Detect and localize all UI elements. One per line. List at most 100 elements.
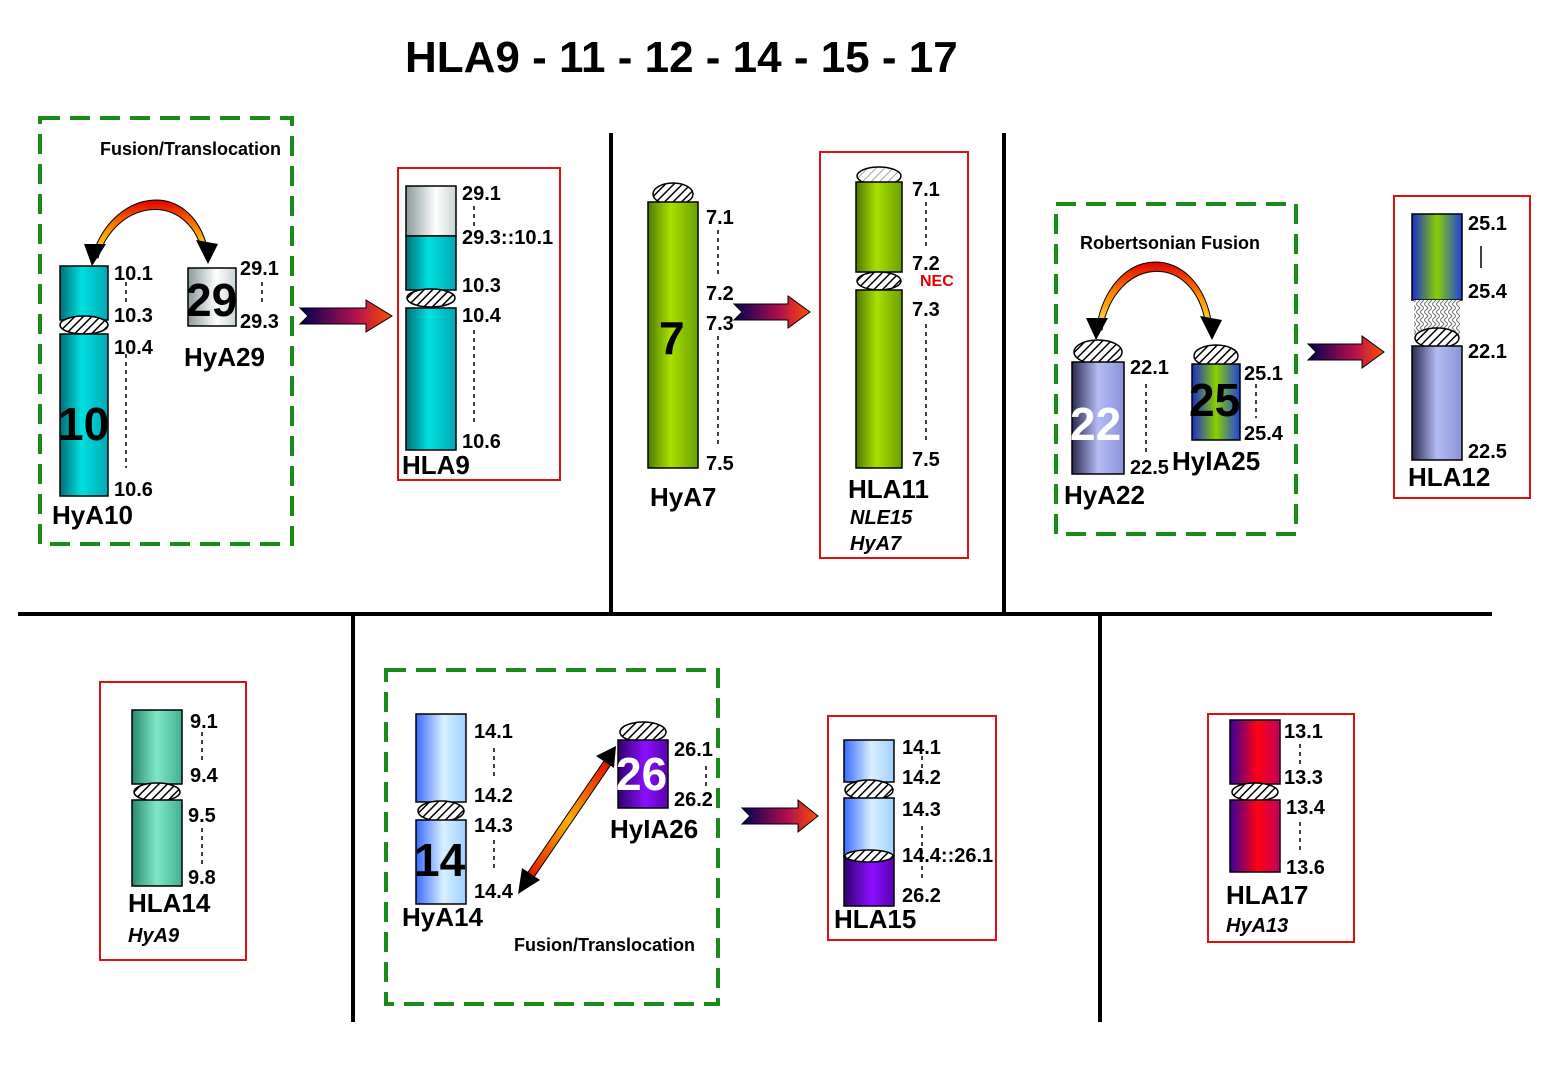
transition-arrow: [1306, 335, 1385, 369]
chromosome-hya29: 29 29.1 29.3 HyA29: [184, 258, 279, 372]
translocation-arrow: [518, 746, 616, 894]
band-label: 14.3: [902, 799, 941, 821]
band-label: 10.4: [114, 337, 154, 359]
chromosome-hla9: 29.1 29.3::10.1 10.3 10.4 10.6 HLA9: [402, 183, 553, 480]
chromosome-hla11: 7.1 7.2 NEC 7.3 7.5 HLA11 NLE15 HyA7: [848, 166, 954, 555]
band-label: 7.2: [706, 283, 734, 305]
band-label: 14.1: [474, 721, 513, 743]
chromosome-number: 25: [1189, 374, 1240, 426]
chromosome-hla12: 25.1 25.4 22.1 22.5 HLA12: [1408, 213, 1508, 492]
chromosome-name: HLA15: [834, 904, 916, 934]
band-label: 9.5: [188, 805, 216, 827]
arrow-head-right: [196, 240, 218, 264]
band-label: 13.6: [1286, 857, 1325, 879]
band-label: 7.1: [706, 207, 734, 229]
result-box: [1393, 195, 1531, 499]
band-label: 14.4::26.1: [902, 845, 993, 867]
band-label: 7.1: [912, 179, 940, 201]
transition-arrow: [740, 798, 819, 834]
alias-label: HyA9: [128, 925, 180, 947]
band-label: 13.4: [1286, 797, 1326, 819]
chromosome-name: HLA17: [1226, 880, 1308, 910]
page-title: HLA9 - 11 - 12 - 14 - 15 - 17: [405, 33, 958, 82]
fusion-box: [38, 116, 294, 546]
band-label: 9.4: [190, 765, 219, 787]
band-label: 25.4: [1468, 281, 1508, 303]
chromosome-hya10: 10 10.1 10.3 10.4 10.6 HyA10: [52, 263, 154, 530]
chromosome-name: HLA12: [1408, 462, 1490, 492]
chromosome-number: 10: [58, 398, 109, 450]
chromosome-hya7: 7 7.1 7.2 7.3 7.5 HyA7: [647, 182, 734, 512]
chromosome-number: 26: [616, 748, 667, 800]
band-label: 14.4: [474, 881, 514, 903]
arrow-head-right: [1200, 316, 1222, 340]
alias-label: HyA13: [1226, 915, 1288, 937]
band-label: 26.1: [674, 739, 713, 761]
chromosome-hyia26: 26 26.1 26.2 HyIA26: [610, 721, 713, 844]
chromosome-name: HyA14: [402, 902, 483, 932]
panel-hla12: Robertsonian Fusion 22 22.1 22.5 HyA22 2…: [1054, 195, 1531, 536]
band-label: 14.3: [474, 815, 513, 837]
transition-arrow: [732, 295, 811, 329]
band-label: 10.6: [114, 479, 153, 501]
fusion-arrow: [91, 199, 209, 259]
transition-arrow: [298, 299, 393, 333]
chromosome-name: HyIA26: [610, 814, 698, 844]
result-box: [819, 151, 969, 559]
chromosome-number: 14: [414, 834, 466, 886]
marker-label: NEC: [920, 273, 954, 290]
arrow-head-left: [84, 244, 106, 266]
chromosome-hla15: 14.1 14.2 14.3 14.4::26.1 26.2 HLA15: [834, 737, 993, 934]
band-label: 25.4: [1244, 423, 1284, 445]
arrow-head-left: [1086, 318, 1108, 340]
chromosome-name: HyA22: [1064, 480, 1145, 510]
panel-hla9: Fusion/Translocation 10 10.1 10.3 10.4 1…: [38, 116, 561, 546]
chromosome-number: 7: [659, 312, 685, 364]
alias-label: NLE15: [850, 507, 913, 529]
band-label: 25.1: [1244, 363, 1283, 385]
panel-hla11: 7 7.1 7.2 7.3 7.5 HyA7 7.1 7.2 NEC 7.3 7…: [647, 151, 969, 559]
chromosome-hya22: 22 22.1 22.5 HyA22: [1064, 339, 1169, 510]
chromosome-name: HyA29: [184, 342, 265, 372]
band-label: 29.3::10.1: [462, 227, 553, 249]
chromosome-hla14: 9.1 9.4 9.5 9.8 HLA14 HyA9: [128, 709, 219, 947]
band-label: 22.5: [1468, 441, 1507, 463]
chromosome-number: 29: [186, 274, 237, 326]
result-box: [827, 715, 997, 941]
band-label: 7.3: [912, 299, 940, 321]
process-label: Fusion/Translocation: [514, 935, 695, 955]
band-label: 22.1: [1468, 341, 1507, 363]
band-label: 9.8: [188, 867, 216, 889]
band-label: 13.3: [1284, 767, 1323, 789]
chromosome-name: HLA9: [402, 450, 470, 480]
band-label: 25.1: [1468, 213, 1507, 235]
chromosome-number: 22: [1070, 398, 1121, 450]
process-label: Fusion/Translocation: [100, 139, 281, 159]
band-label: 26.2: [902, 885, 941, 907]
band-label: 14.1: [902, 737, 941, 759]
band-label: 7.2: [912, 253, 940, 275]
band-label: 7.5: [706, 453, 734, 475]
chromosome-hya14: 14 14.1 14.2 14.3 14.4 HyA14: [402, 713, 514, 932]
result-box: [1207, 713, 1355, 943]
band-label: 29.1: [240, 258, 279, 280]
panel-hla14: 9.1 9.4 9.5 9.8 HLA14 HyA9: [99, 681, 247, 961]
band-label: 7.5: [912, 449, 940, 471]
band-label: 7.3: [706, 313, 734, 335]
band-label: 10.1: [114, 263, 153, 285]
result-box: [397, 167, 561, 481]
fusion-arrow: [1095, 261, 1213, 331]
chromosome-name: HyA10: [52, 500, 133, 530]
band-label: 9.1: [190, 711, 218, 733]
band-label: 10.3: [114, 305, 153, 327]
result-box: [99, 681, 247, 961]
alias-label: HyA7: [850, 533, 902, 555]
chromosome-name: HLA11: [848, 474, 929, 504]
band-label: 29.3: [240, 311, 279, 333]
band-label: 29.1: [462, 183, 501, 205]
band-label: 10.6: [462, 431, 501, 453]
band-label: 22.5: [1130, 457, 1169, 479]
band-label: 22.1: [1130, 357, 1169, 379]
band-label: 26.2: [674, 789, 713, 811]
